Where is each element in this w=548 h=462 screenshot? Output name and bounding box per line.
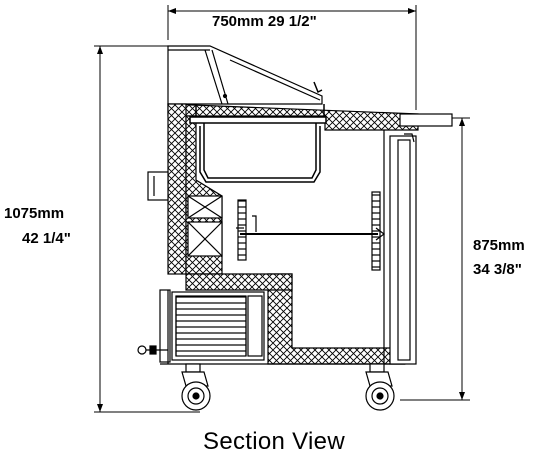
evaporator bbox=[187, 195, 223, 257]
dimension-lines bbox=[94, 5, 470, 413]
total-height-in-label: 42 1/4" bbox=[22, 230, 71, 247]
wire-shelf bbox=[236, 191, 385, 271]
width-dimension-label: 750mm 29 1/2" bbox=[212, 13, 317, 30]
condensing-unit bbox=[171, 291, 265, 361]
drain-valve bbox=[137, 345, 168, 355]
caster-right bbox=[365, 363, 395, 411]
caster-left bbox=[181, 363, 211, 411]
diagram-caption: Section View bbox=[203, 428, 345, 455]
counter-height-in-label: 34 3/8" bbox=[473, 261, 522, 278]
dimension-arrows bbox=[97, 8, 465, 412]
control-box bbox=[147, 171, 169, 201]
sneeze-guard bbox=[167, 45, 323, 105]
counter-height-mm-label: 875mm bbox=[473, 237, 525, 254]
cabinet-door bbox=[383, 130, 417, 365]
food-pan bbox=[189, 104, 327, 183]
total-height-mm-label: 1075mm bbox=[4, 205, 65, 222]
